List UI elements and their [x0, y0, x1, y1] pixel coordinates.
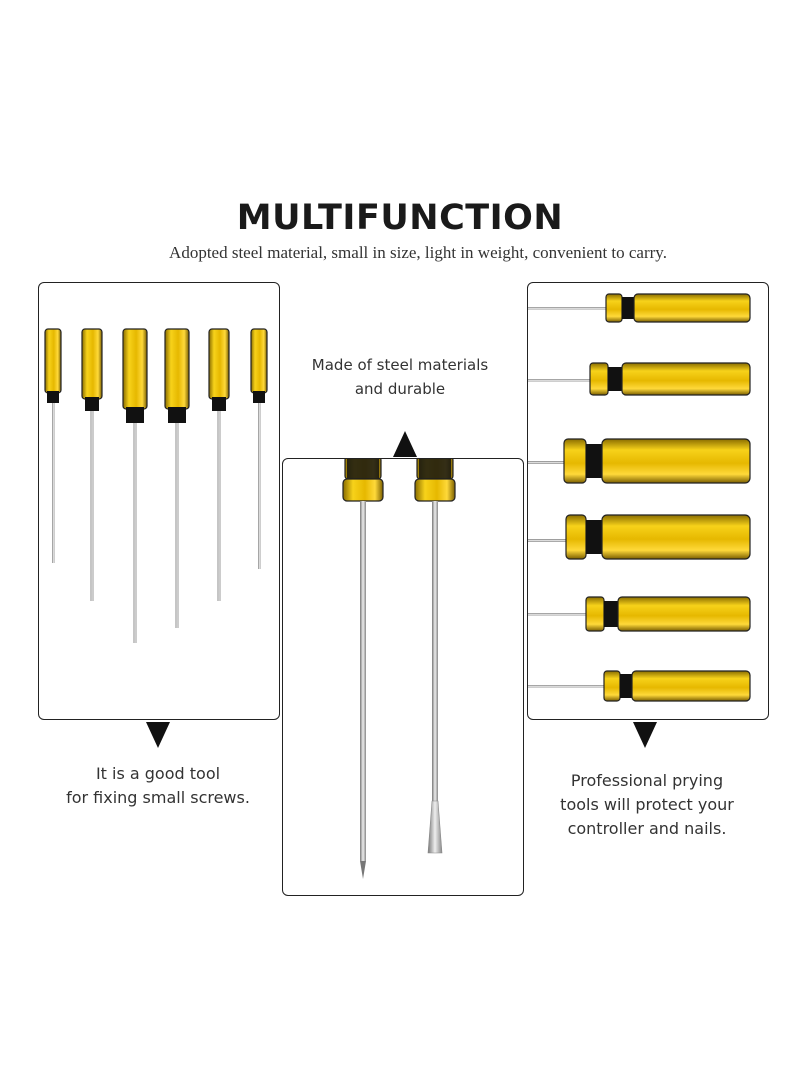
center-screwdrivers-illustration [342, 459, 456, 879]
left-caption: It is a good tool for fixing small screw… [44, 762, 272, 810]
screwdriver-icon [44, 328, 62, 563]
left-caption-line: It is a good tool [95, 764, 221, 783]
screwdriver-icon [528, 362, 751, 396]
left-screwdrivers-illustration [44, 328, 268, 643]
center-caption: Made of steel materials and durable [300, 353, 500, 401]
screwdriver-icon [528, 438, 751, 484]
screwdriver-icon [414, 459, 456, 854]
center-panel [282, 458, 524, 896]
screwdriver-icon [164, 328, 190, 628]
right-caption-line: tools will protect your [560, 795, 734, 814]
right-caption-line: controller and nails. [567, 819, 727, 838]
screwdriver-icon [208, 328, 230, 601]
right-screwdrivers-illustration [528, 293, 751, 702]
page-subtitle: Adopted steel material, small in size, l… [169, 243, 667, 262]
page-title: MULTIFUNCTION [236, 198, 564, 238]
screwdriver-icon [528, 596, 751, 632]
right-caption-line: Professional prying [570, 771, 724, 790]
triangle-pointer-icon [393, 431, 417, 457]
screwdriver-icon [81, 328, 103, 601]
right-panel [527, 282, 769, 720]
screwdriver-icon [122, 328, 148, 643]
triangle-pointer-icon [633, 722, 657, 748]
center-caption-line: and durable [354, 380, 446, 398]
left-caption-line: for fixing small screws. [66, 788, 250, 807]
triangle-pointer-icon [146, 722, 170, 748]
center-caption-line: Made of steel materials [311, 356, 489, 374]
left-panel [38, 282, 280, 720]
screwdriver-icon [342, 459, 384, 879]
right-caption: Professional prying tools will protect y… [532, 769, 762, 841]
screwdriver-icon [528, 670, 751, 702]
screwdriver-icon [528, 293, 751, 323]
screwdriver-icon [250, 328, 268, 569]
screwdriver-icon [528, 514, 751, 560]
